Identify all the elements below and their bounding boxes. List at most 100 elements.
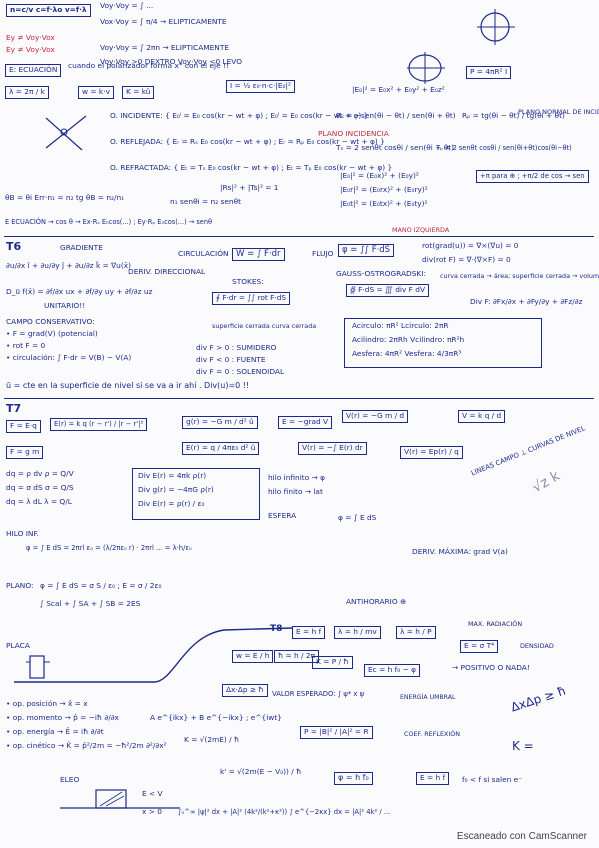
deriv-max-line: DERIV. MÁXIMA: grad V(a) [412,547,508,556]
e-sigma-box: E = σ T⁴ [460,640,499,653]
area-line-2: Acilindro: 2πRh Vcilindro: πR²h [352,335,465,344]
camscanner-footer: Escaneado con CamScanner [456,831,587,842]
gradiente-label: GRADIENTE [60,243,103,252]
v-coulomb-box: V = k q / d [458,410,506,423]
fresnel-ts: Tₛ = 2 senθt cosθi / sen(θi + θt) [336,143,454,152]
f-eq-box: F = E·q [6,420,41,433]
line-voy-voy-2: Voy·Voy = ∫ 2πn → ELIPTICAMENTE [100,43,230,52]
cons-line-3: • circulación: ∫ F·dr = V(B) − V(A) [6,353,132,362]
lambda-hmv-box: λ = h / mv [334,626,381,639]
charge-line-2: dq = σ dS σ = Q/S [6,483,74,492]
e-coul-box: E(r) = q / 4πε₀ d² û [182,442,260,455]
eleo-label: ELEO [60,775,80,784]
gauss-note: curva cerrada → área; superficie cerrada… [440,272,599,280]
mano-izq-label: MANO IZQUIERDA [392,226,450,234]
flujo-box: φ = ∫∫ F·dS [338,244,395,257]
stokes-box: ∮ F·dr = ∫∫ rot F·dS [212,292,291,305]
f-gm-box: F = g m [6,446,44,459]
hilo-label: HILO INF. [6,529,39,538]
stokes-label: STOKES: [232,277,264,286]
plano-label: PLANO: [6,581,34,590]
intensity-box: I = ½ ε₀·n·c·|E₀|² [226,80,295,93]
ec-box: Ec = h f₀ − φ [364,664,420,677]
umbral-label: ENERGÍA UMBRAL [400,694,456,701]
areas-box [344,318,542,368]
plano-eq: φ = ∫ E dS = σ S / ε₀ ; E = σ / 2ε₀ [40,581,162,590]
campo-cons-label: CAMPO CONSERVATIVO: [6,317,95,326]
e-hf-box: E = h f [292,626,326,639]
divergencia-line: Div F: ∂Fx/∂x + ∂Fy/∂y + ∂Fz/∂z [470,297,583,306]
div-rule-1: div F > 0 : SUMIDERO [196,343,277,352]
coef-refl-label: COEF. REFLEXIÓN [404,730,461,738]
line-vox-voy: Vox·Voy = ∫ π/4 → ELIPTICAMENTE [100,17,227,26]
e-grad-box: E = −grad V [278,416,333,429]
incidente-line: O. INCIDENTE: { E₀ⁱ = E₀ cos(kr − wt + φ… [110,111,369,120]
ecuaciones-cos-line: E ECUACIÓN → cos θ → Ex·Rₛ E₀cos(...) ; … [5,218,213,226]
n-c-v-box: n=c/v c=f·λo v=f·λ [6,4,91,17]
gauss-box: ∯ F·dS = ∭ div F dV [346,284,430,297]
div-rot: div(rot F) = ∇·(∇×F) = 0 [422,255,511,264]
sum-line-1: |E₀|² = (E₀x)² + (E₀y)² [340,171,419,180]
charge-line-1: dq = ρ dv ρ = Q/V [6,469,74,478]
g-field-box: g(r) = −G m / d² û [182,416,258,429]
k-sqrt-line: K = √(2mE) / ħ [184,735,240,744]
lambda-box: λ = 2π / k [5,86,49,99]
area-line-1: Acirculo: πR² Lcirculo: 2πR [352,321,449,330]
circulacion-label: CIRCULACIÓN [178,249,229,258]
div-e-3: Div E(r) = ρ(r) / ε₀ [138,499,205,508]
t8-title: T8 [270,624,283,634]
cons-line-2: • rot F = 0 [6,341,46,350]
ecuacion-box: E: ECUACIÓN [5,64,62,77]
cos-sen-note: +π para ⊕ ; +π/2 de cos → sen [476,170,589,183]
e-field-box: E(r) = k q (r − r') / |r − r'|³ [50,418,148,431]
divider-t5-t6 [4,236,594,237]
sum-line-2: |E₀r|² = (E₀rx)² + (E₀ry)² [340,185,428,194]
fresnel-rp: Rₚ = tg(θi − θt) / tg(θi + θt) [462,111,565,120]
saturacion-note: f₀ < f si salen e⁻ [462,775,523,784]
red-note-1: Ey ≠ Voy·Vox [6,33,55,42]
e-less-v: E < V [142,789,163,798]
modulus-line: |E₀|² = E₀x² + E₀y² + E₀z² [352,85,445,94]
v-rel-box: V(r) = Ep(r) / q [400,446,463,459]
gauss-int-line: φ = ∫ E dS [338,513,377,522]
hand-delta-right: ΔxΔp ≥ ħ [509,683,568,715]
unitario-label: UNITARIO!! [44,301,86,310]
reflejada-line: O. REFLEJADA: { Eᵣ = Rₛ E₀ cos(kr − wt +… [110,137,385,146]
lineas-note: LINEAS CAMPO ⊥ CURVAS DE NIVEL [470,424,587,478]
hilo-fin-line: hilo finito → lat [268,487,323,496]
placa-label: PLACA [6,641,30,650]
reflection-axes-icon [45,115,87,151]
plano-normal-label: PLANO NORMAL DE INCIDENCIA [518,108,599,116]
placa-icon [26,655,50,679]
hilo-inf-line: hilo infinito → φ [268,473,325,482]
positivo-note: → POSITIVO O NADA! [452,663,530,672]
wavefunc-line: A e^{ikx} + B e^{−ikx} ; e^{iwt} [150,713,282,722]
antihorario-label: ANTIHORARIO ⊕ [346,597,407,606]
stokes-note: superficie cerrada curva cerrada [212,322,317,330]
div-rule-3: div F = 0 : SOLENOIDAL [196,367,285,376]
divider-t6-t7 [4,398,594,399]
polarizador-note: cuando el polarizador forma x° con el ej… [68,61,229,70]
w-e-h-box: w = E / h [232,650,274,663]
fresnel-tp: Tₚ = 2 senθt cosθi / sen(θi+θt)cos(θi−θt… [436,144,572,152]
deriv-dir-label: DERIV. DIRECCIONAL [128,267,206,276]
plano-eq2: ∫ Scal + ∫ SA + ∫ SB = 2ES [40,599,141,608]
div-e-1: Div E(r) = 4πk ρ(r) [138,471,207,480]
valor-esperado: VALOR ESPERADO: ∫ ψ* x ψ [272,690,365,698]
area-line-3: Aesfera: 4πR² Vesfera: 4/3πR³ [352,349,462,358]
delta-box: Δx·Δp ≥ ħ [222,684,268,697]
potential-barrier-sketch [14,627,293,683]
op-line-4: • op. cinético → K̂ = p̂²/2m = −ħ²/2m ∂²… [6,741,167,750]
snell-line: n₁ senθi = n₂ senθt [170,197,242,206]
ellipse-sketch-icon [407,52,445,84]
op-line-3: • op. energía → Ê = iħ ∂/∂t [6,727,104,736]
cons-line-1: • F = grad(V) (potencial) [6,329,98,338]
r-t-sum: |Rs|² + |Ts|² = 1 [220,183,279,192]
div-e-2: Div g(r) = −4πG ρ(r) [138,485,214,494]
wk-box: w = k·v [78,86,114,99]
sum-line-3: |E₀t|² = (E₀tx)² + (E₀ty)² [340,199,428,208]
brewster-line: θB = θi Err·n₁ = n₂ tg θB = n₂/n₁ [5,193,125,202]
flujo-label: FLUJO [312,249,334,258]
x-zero: x > 0 [142,807,162,816]
line-voy-1: Voy·Voy = ∫ ... [100,1,154,10]
